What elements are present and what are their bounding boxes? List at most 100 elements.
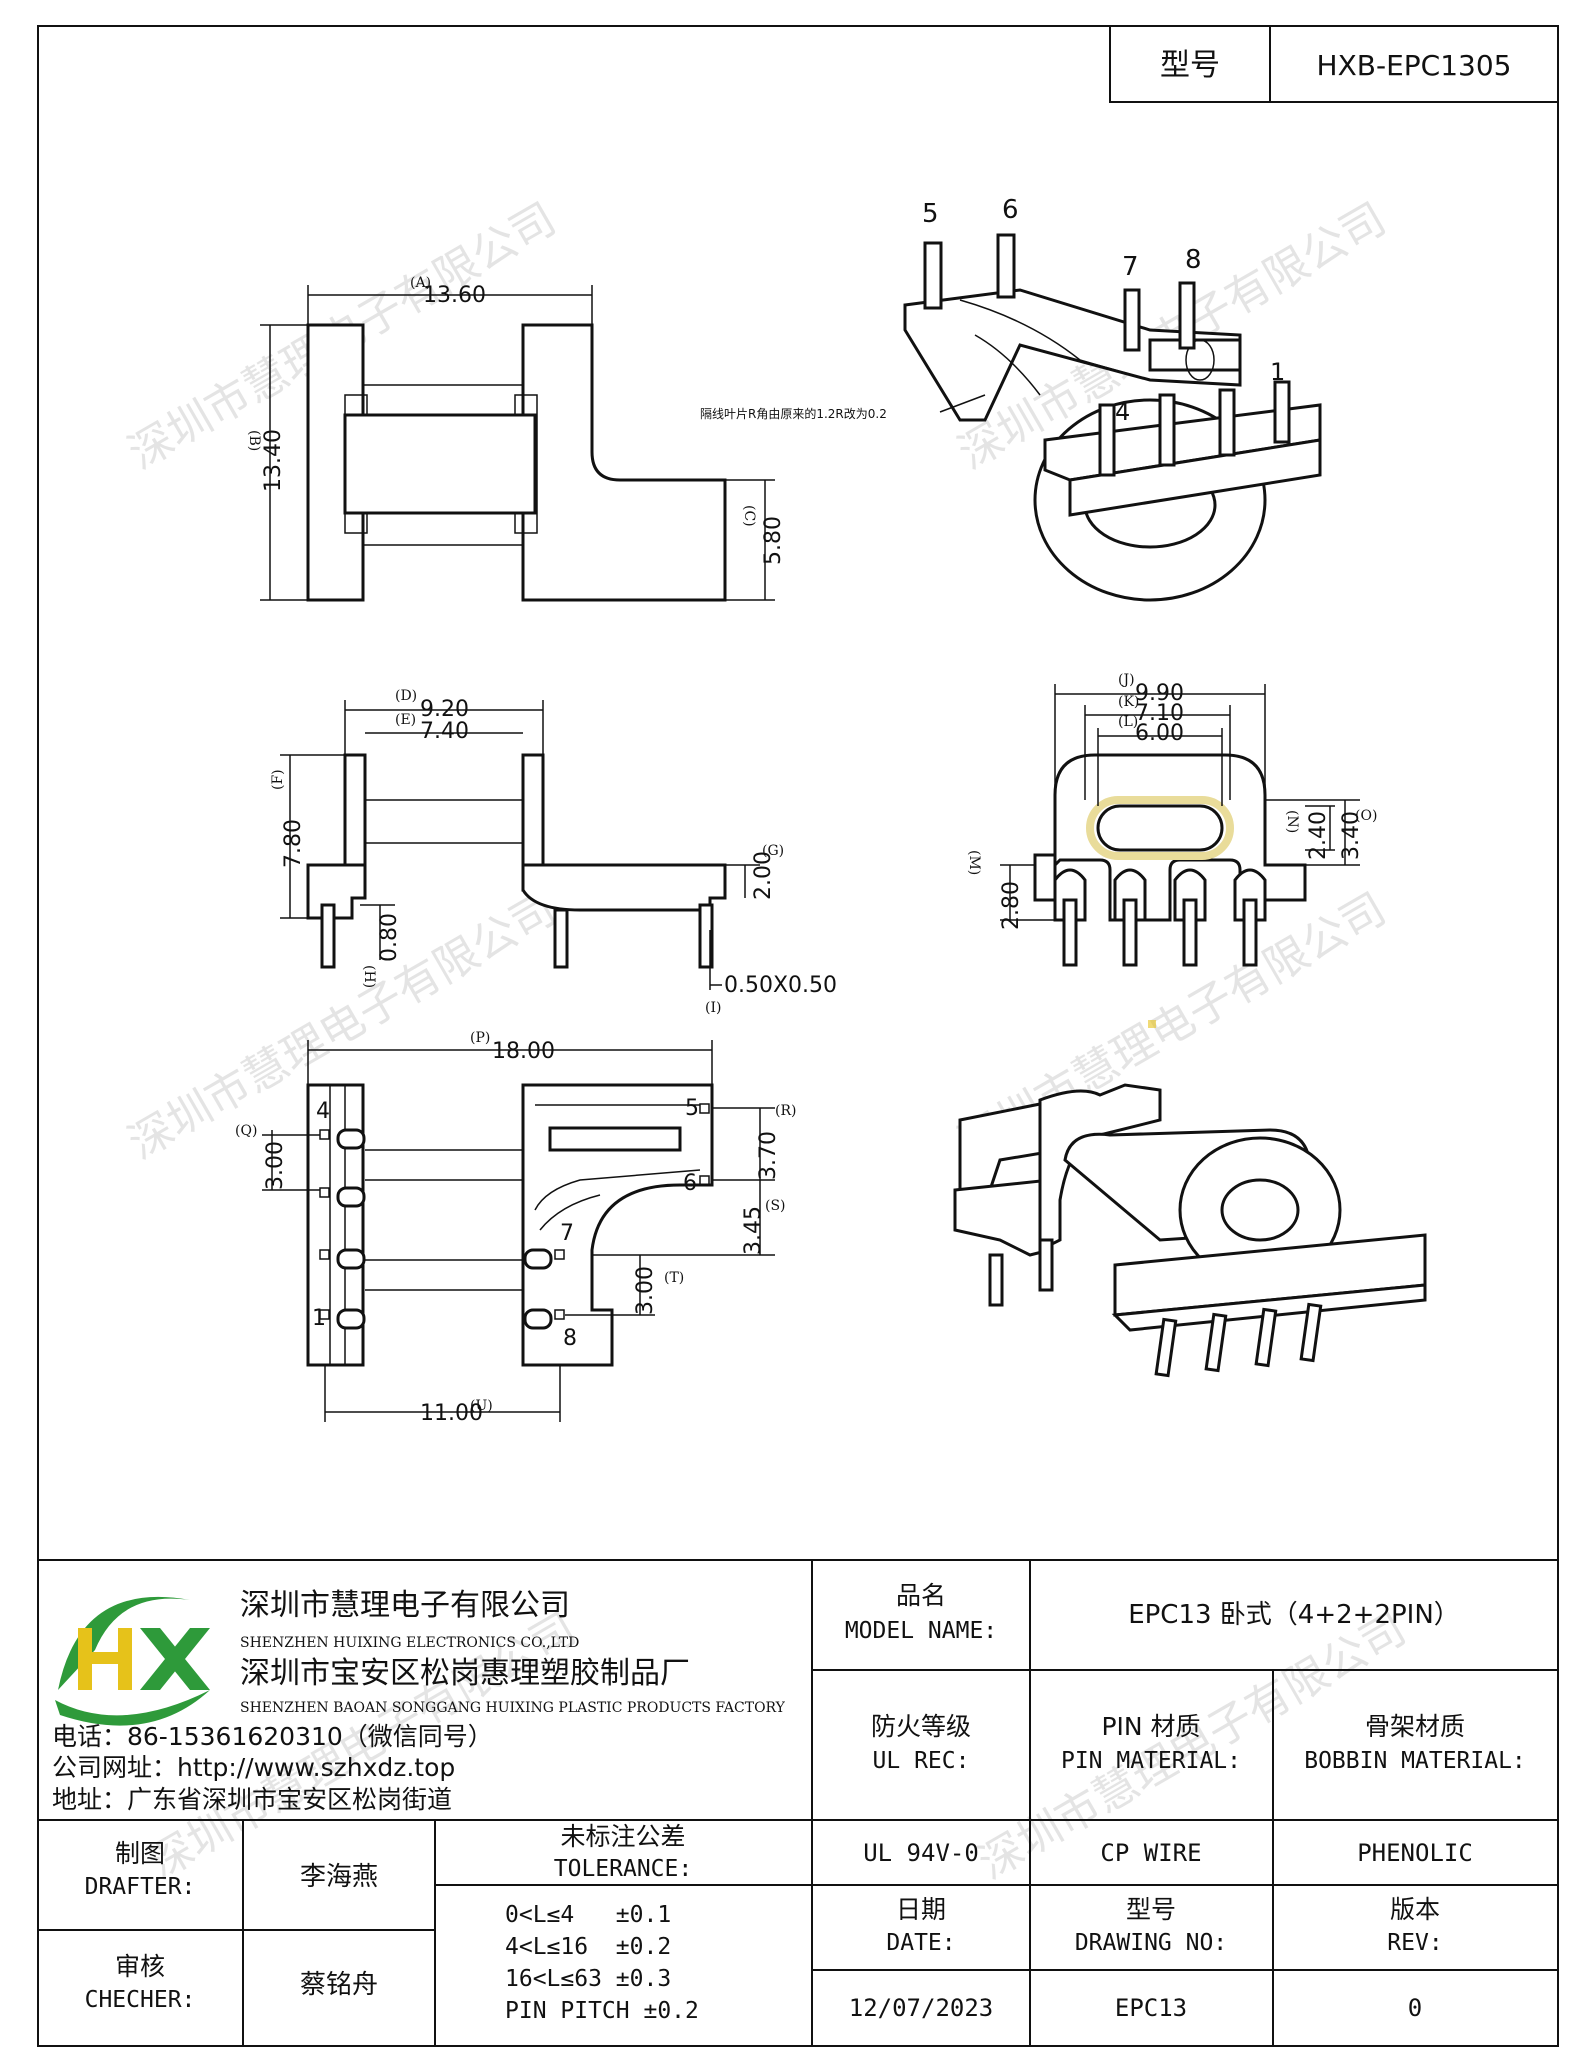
- svg-text:(Q): (Q): [235, 1123, 257, 1139]
- tolerance-row-2: 4<L≤16 ±0.2: [505, 1934, 671, 1960]
- svg-text:(O): (O): [1355, 808, 1377, 824]
- bobbin-label-cn: 骨架材质: [1365, 1712, 1465, 1741]
- checker-label-cn: 审核: [115, 1952, 165, 1981]
- date-label-cn: 日期: [896, 1895, 946, 1924]
- logo-letters: HX: [0, 0, 2, 1]
- svg-text:2.80: 2.80: [999, 881, 1024, 930]
- product-value: EPC13 卧式（4+2+2PIN）: [1128, 1600, 1460, 1630]
- ul-label-cn: 防火等级: [871, 1712, 971, 1741]
- date-value: 12/07/2023: [849, 1994, 994, 2022]
- iso-pin-4: 4: [1115, 398, 1130, 426]
- iso-pin-8: 8: [1185, 245, 1202, 275]
- date-label-en: DATE:: [886, 1930, 955, 1956]
- svg-text:(F): (F): [270, 769, 286, 790]
- svg-text:5: 5: [685, 1096, 699, 1121]
- svg-text:1: 1: [312, 1306, 326, 1331]
- rev-label-en: REV:: [1387, 1930, 1442, 1956]
- svg-text:3.00: 3.00: [263, 1141, 288, 1190]
- title-block: HX 深圳市慧理电子有限公司 SHENZHEN HUIXING ELECTRON…: [0, 0, 1558, 2046]
- svg-text:3.40: 3.40: [1339, 811, 1364, 860]
- dim-b-value: 13.40: [261, 429, 286, 492]
- company-address: 地址：广东省深圳市宝安区松岗街道: [52, 1785, 452, 1814]
- svg-text:(P): (P): [470, 1030, 490, 1046]
- header-model-value: HXB-EPC1305: [1317, 49, 1512, 82]
- checker-label-en: CHECHER:: [85, 1987, 196, 2013]
- drawing-label-en: DRAWING NO:: [1075, 1930, 1227, 1956]
- svg-text:(N): (N): [1284, 810, 1300, 833]
- front-view: (D) 9.20 (E) 7.40 7.80 (F) 2.00 (G) 0.80…: [270, 688, 837, 1016]
- iso-pin-5: 5: [922, 199, 939, 229]
- iso-note: 隔线叶片R角由原来的1.2R改为0.2: [700, 406, 887, 421]
- svg-text:3.70: 3.70: [756, 1131, 781, 1180]
- header-model-box: 型号 HXB-EPC1305: [1109, 25, 1559, 103]
- side-view: (J) 9.90 (K) 7.10 (L) 6.00 2.80 (M) 2.40…: [966, 672, 1377, 967]
- svg-text:(L): (L): [1118, 714, 1138, 730]
- company-website: 公司网址：http://www.szhxdz.top: [52, 1753, 455, 1782]
- tolerance-label-en: TOLERANCE:: [554, 1856, 692, 1882]
- svg-text:(U): (U): [470, 1398, 493, 1414]
- rev-label-cn: 版本: [1390, 1895, 1440, 1924]
- svg-text:(I): (I): [705, 1000, 721, 1016]
- company-phone: 电话：86-15361620310（微信同号）: [52, 1722, 493, 1751]
- top-view: (A) 13.60 13.40 (B) 5.80 (C): [246, 275, 786, 602]
- ul-value: UL 94V-0: [863, 1839, 979, 1867]
- factory-name-cn: 深圳市宝安区松岗惠理塑胶制品厂: [240, 1656, 690, 1691]
- side-oval-highlight: [1086, 796, 1234, 860]
- company-name-cn: 深圳市慧理电子有限公司: [240, 1588, 570, 1623]
- bobbin-label-en: BOBBIN MATERIAL:: [1304, 1748, 1526, 1774]
- dim-c-tag: (C): [741, 505, 757, 527]
- sheet-border: [37, 25, 1559, 2047]
- drafter-name: 李海燕: [300, 1862, 378, 1892]
- svg-text:2.40: 2.40: [1306, 811, 1331, 860]
- svg-text:(R): (R): [775, 1103, 796, 1119]
- tolerance-row-1: 0<L≤4 ±0.1: [505, 1902, 671, 1928]
- pin-label-cn: PIN 材质: [1101, 1712, 1200, 1741]
- drawing-value: EPC13: [1115, 1994, 1187, 2022]
- svg-text:(S): (S): [765, 1198, 786, 1214]
- svg-text:(G): (G): [762, 843, 784, 859]
- product-label-en: MODEL NAME:: [845, 1618, 997, 1644]
- svg-text:7.40: 7.40: [420, 719, 469, 744]
- drawing-label-cn: 型号: [1126, 1895, 1176, 1924]
- svg-text:(J): (J): [1118, 672, 1135, 688]
- tolerance-row-3: 16<L≤63 ±0.3: [505, 1966, 671, 1992]
- svg-text:7.10: 7.10: [1135, 701, 1184, 726]
- svg-text:(T): (T): [664, 1270, 684, 1286]
- bobbin-value: PHENOLIC: [1357, 1839, 1473, 1867]
- iso-pin-7: 7: [1122, 252, 1139, 282]
- svg-text:6.00: 6.00: [1135, 721, 1184, 746]
- svg-text:3.00: 3.00: [633, 1266, 658, 1315]
- svg-text:(D): (D): [395, 688, 417, 704]
- svg-text:(K): (K): [1118, 694, 1139, 710]
- company-logo: [55, 1596, 210, 1726]
- tolerance-row-4: PIN PITCH ±0.2: [505, 1998, 699, 2024]
- svg-text:7.80: 7.80: [281, 819, 306, 868]
- svg-text:(H): (H): [361, 965, 377, 988]
- svg-text:8: 8: [563, 1326, 577, 1351]
- ul-label-en: UL REC:: [873, 1748, 970, 1774]
- dim-c-value: 5.80: [761, 516, 786, 565]
- iso-view-bottom: [953, 1020, 1427, 1378]
- dim-b-tag: (B): [246, 430, 262, 451]
- drafter-label-en: DRAFTER:: [85, 1874, 196, 1900]
- svg-text:4: 4: [316, 1099, 330, 1124]
- factory-name-en: SHENZHEN BAOAN SONGGANG HUIXING PLASTIC …: [240, 1700, 786, 1716]
- svg-text:0.50X0.50: 0.50X0.50: [724, 973, 837, 998]
- svg-text:(E): (E): [395, 712, 416, 728]
- bottom-view: 4 1 5 6 7 8 (P) 18.00 3.00 (Q) 3.70 (R) …: [235, 1030, 796, 1426]
- svg-text:(M): (M): [966, 850, 982, 875]
- company-name-en: SHENZHEN HUIXING ELECTRONICS CO.,LTD: [240, 1635, 579, 1651]
- svg-text:0.80: 0.80: [377, 913, 402, 962]
- svg-text:7: 7: [560, 1221, 574, 1246]
- product-label-cn: 品名: [896, 1581, 946, 1610]
- iso-view-top: 5 6 7 8 4 1 隔线叶片R角由原来的1.2R改为0.2: [700, 195, 1322, 602]
- svg-text:9.20: 9.20: [420, 697, 469, 722]
- svg-text:3.45: 3.45: [741, 1206, 766, 1255]
- drafter-label-cn: 制图: [115, 1839, 165, 1868]
- pin-label-en: PIN MATERIAL:: [1061, 1748, 1241, 1774]
- rev-value: 0: [1408, 1994, 1422, 2022]
- checker-name: 蔡铭舟: [300, 1970, 378, 2000]
- dim-a-tag: (A): [410, 275, 431, 291]
- svg-text:9.90: 9.90: [1135, 681, 1184, 706]
